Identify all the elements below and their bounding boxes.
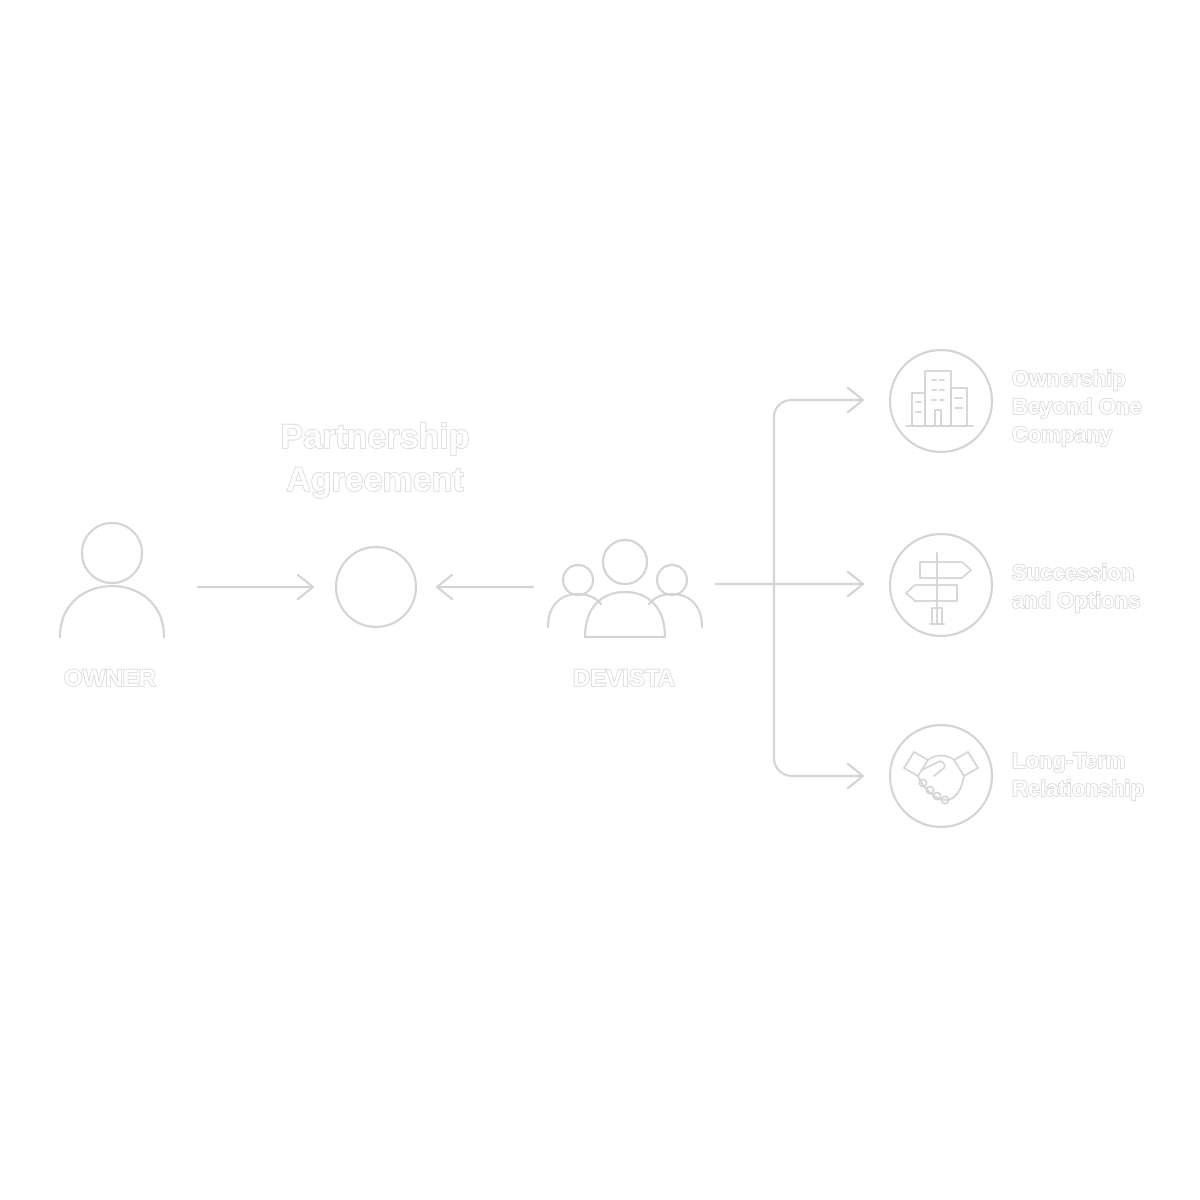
group-icon: [546, 538, 704, 639]
outcome-relationship: Long-Term Relationship: [888, 723, 1145, 829]
circle-icon: [334, 545, 418, 629]
outcome-ownership-line-3: Company: [1012, 422, 1113, 447]
branch-connector: [714, 386, 865, 790]
outcome-relationship-line-1: Long-Term: [1012, 748, 1125, 773]
outcome-relationship-line-2: Relationship: [1012, 776, 1144, 801]
owner-label: OWNER: [64, 665, 156, 692]
signpost-icon: [905, 552, 972, 625]
building-icon: [905, 370, 974, 427]
arrow-owner-to-agreement: [196, 573, 315, 601]
outcome-ownership: Ownership Beyond One Company: [888, 348, 1142, 454]
person-icon: [58, 521, 166, 639]
devista-label: DEVISTA: [573, 665, 675, 692]
outcome-succession-line-2: and Options: [1012, 588, 1140, 613]
outcome-ownership-line-2: Beyond One: [1012, 394, 1142, 419]
outcome-succession: Succession and Options: [888, 532, 1141, 638]
outcome-ownership-line-1: Ownership: [1012, 366, 1126, 391]
handshake-icon: [903, 751, 979, 805]
diagram-title-line-1: Partnership: [281, 418, 470, 456]
outcome-succession-line-1: Succession: [1012, 560, 1134, 585]
diagram-title-line-2: Agreement: [286, 461, 464, 499]
arrow-devista-to-agreement: [435, 573, 535, 601]
